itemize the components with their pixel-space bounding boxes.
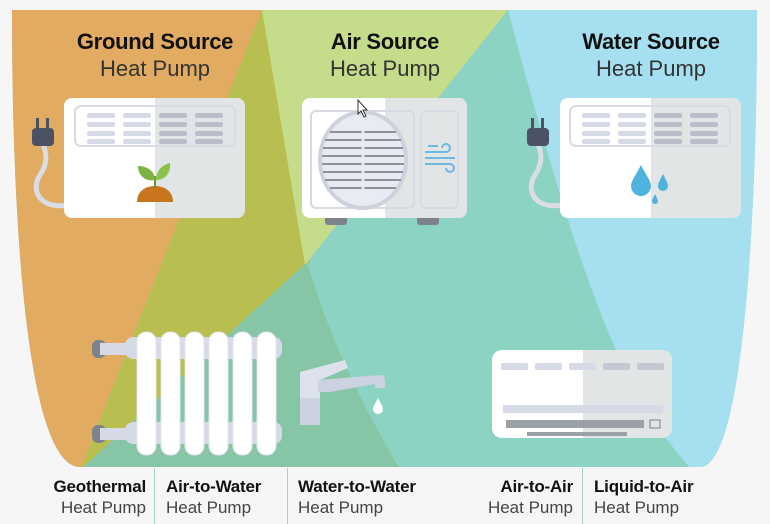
divider [582, 468, 583, 524]
grille [87, 113, 223, 144]
radiator-icon [92, 331, 282, 456]
water-drops-icon [631, 165, 668, 204]
grille [582, 113, 718, 144]
divider [287, 468, 288, 524]
plug-icon [32, 118, 54, 146]
cable [528, 139, 563, 209]
wind-icon [425, 143, 455, 173]
cable [33, 139, 69, 209]
divider [154, 468, 155, 524]
ground-source-unit [32, 98, 245, 218]
drop-icon [373, 398, 383, 414]
split-ac-icon [492, 350, 672, 438]
sprout-icon [137, 163, 173, 202]
water-source-unit [527, 98, 741, 218]
air-source-unit [302, 98, 467, 225]
faucet-icon [300, 360, 385, 425]
mouse-cursor-icon [357, 98, 369, 118]
plug-icon [527, 118, 549, 146]
